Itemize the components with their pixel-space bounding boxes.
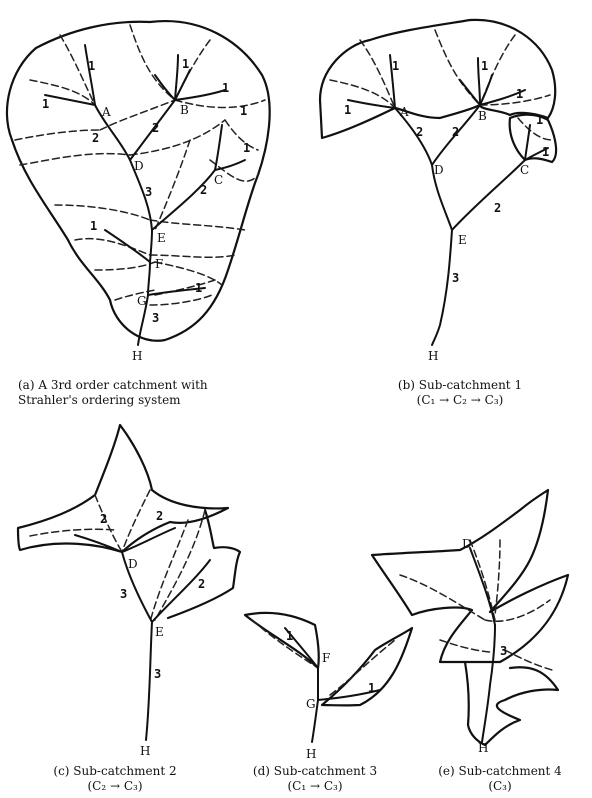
order-label: 1 [243,141,250,155]
order-label: 1 [222,81,229,95]
panel-c-caption: (c) Sub-catchment 2 (C₂ → C₃) [40,764,190,794]
panel-b-caption-line2: (C₁ → C₂ → C₃) [380,393,540,408]
panel-a-caption: (a) A 3rd order catchment with Strahler'… [18,378,208,408]
order-label: 1 [368,681,375,695]
panel-c-caption-line2: (C₂ → C₃) [40,779,190,794]
node-label-h: H [132,349,142,363]
node-label-h: H [306,747,316,761]
panel-b-caption-line1: (b) Sub-catchment 1 [380,378,540,393]
panel-d-diagram: F G H 1 1 [245,613,412,761]
panel-e-lower-boundary [465,662,558,745]
order-label: 1 [195,281,202,295]
order-label: 2 [452,125,459,139]
order-label: 3 [154,667,161,681]
order-label: 2 [494,201,501,215]
order-label: 1 [516,87,523,101]
order-label: 2 [92,131,99,145]
node-label-h: H [428,349,438,363]
order-label: 1 [536,113,543,127]
panel-d-caption-line2: (C₁ → C₃) [240,779,390,794]
order-label: 1 [286,629,293,643]
panel-e-caption-line1: (e) Sub-catchment 4 [425,764,575,779]
order-label: 1 [392,59,399,73]
order-label: 3 [500,644,507,658]
order-label: 1 [42,97,49,111]
order-label: 1 [182,57,189,71]
panel-c-diagram: D E H 2 2 3 2 3 [18,425,240,758]
panel-e-caption-line2: (C₃) [425,779,575,794]
panel-a-diagram: A B C D E F G H 1 1 2 1 1 2 1 1 3 2 1 1 … [7,21,270,363]
order-label: 1 [240,104,247,118]
order-label: 1 [481,59,488,73]
node-label-b: B [180,103,189,117]
panel-c-divides [30,490,205,622]
order-label: 3 [152,311,159,325]
order-label: 1 [88,59,95,73]
panel-c-right-boundary [168,510,240,618]
order-label: 2 [100,512,107,526]
order-label: 3 [145,185,152,199]
panel-c-upper-boundary [18,425,228,552]
order-label: 3 [120,587,127,601]
panel-c-labels: D E H 2 2 3 2 3 [100,509,205,758]
node-label-d: D [128,557,138,571]
node-label-e: E [155,625,164,639]
order-label: 2 [416,125,423,139]
order-label: 2 [152,121,159,135]
node-label-b: B [478,109,487,123]
panel-b-caption: (b) Sub-catchment 1 (C₁ → C₂ → C₃) [380,378,540,408]
node-label-c: C [520,163,529,177]
node-label-g: G [306,697,316,711]
node-label-f: F [155,257,163,271]
node-label-d: D [134,159,144,173]
order-label: 2 [200,183,207,197]
node-label-a: A [399,105,409,119]
panel-e-diagram: D H 3 [372,490,568,755]
panel-a-caption-line2: Strahler's ordering system [18,393,208,408]
node-label-c: C [214,173,223,187]
panel-d-river-network [285,628,380,742]
node-label-g: G [137,294,147,308]
node-label-d: D [434,163,444,177]
order-label: 1 [542,145,549,159]
panel-b-diagram: A B C D E H 1 1 2 1 1 2 1 1 2 3 [320,20,556,363]
panel-c-caption-line1: (c) Sub-catchment 2 [40,764,190,779]
panel-e-river-network [470,548,495,742]
node-label-d: D [462,537,472,551]
node-label-h: H [140,744,150,758]
panel-a-labels: A B C D E F G H 1 1 2 1 1 2 1 1 3 2 1 1 … [42,57,250,363]
order-label: 2 [198,577,205,591]
panel-d-caption: (d) Sub-catchment 3 (C₁ → C₃) [240,764,390,794]
order-label: 2 [156,509,163,523]
panel-c-river-network [75,528,210,740]
panel-d-left-boundary [245,613,319,668]
order-label: 1 [344,103,351,117]
node-label-h: H [478,741,488,755]
panel-d-caption-line1: (d) Sub-catchment 3 [240,764,390,779]
node-label-e: E [458,233,467,247]
order-label: 1 [90,219,97,233]
node-label-a: A [101,105,111,119]
panel-e-caption: (e) Sub-catchment 4 (C₃) [425,764,575,794]
node-label-f: F [322,651,330,665]
node-label-e: E [157,231,166,245]
panel-a-caption-line1: (a) A 3rd order catchment with [18,378,208,393]
order-label: 3 [452,271,459,285]
